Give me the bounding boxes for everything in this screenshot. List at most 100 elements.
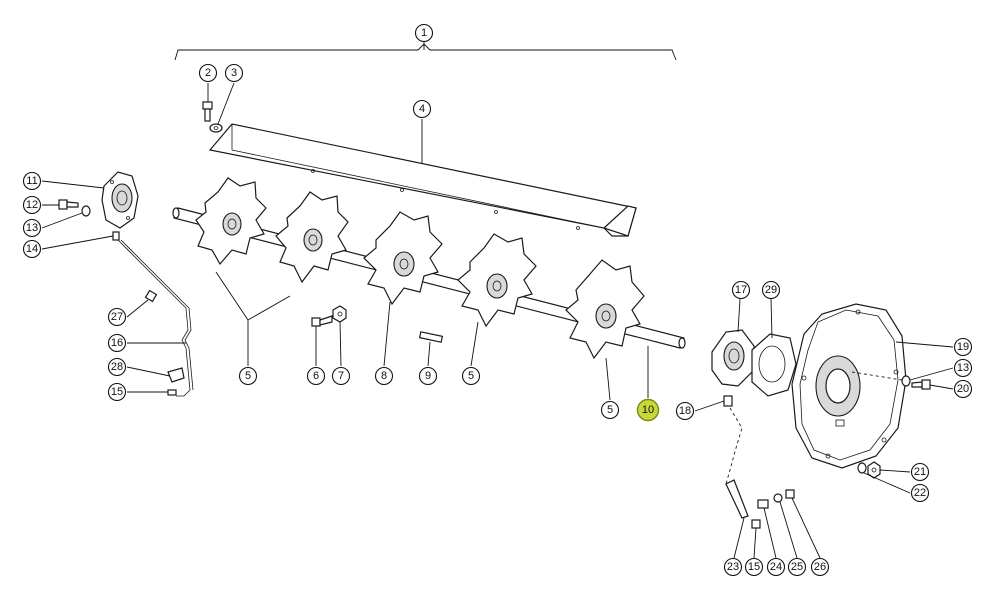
callout-5-right: 5 [600,400,620,420]
callout-15-left: 15 [107,382,127,402]
leader-lines [41,41,954,559]
callout-27: 27 [107,307,127,327]
fitting-15-right [751,519,761,529]
washer-25 [773,493,783,503]
bolt-26 [785,489,795,499]
svg-text:17: 17 [735,284,747,296]
callout-5-left: 5 [238,366,258,386]
callout-1: 1 [414,23,434,43]
svg-text:6: 6 [313,370,319,382]
svg-text:22: 22 [914,487,926,499]
nut-7 [332,305,347,323]
svg-text:14: 14 [26,243,38,255]
callout-8: 8 [374,366,394,386]
callout-25: 25 [787,557,807,577]
callout-13-right: 13 [953,358,973,378]
bolt-6 [311,315,333,327]
svg-text:18: 18 [679,405,691,417]
fitting-18 [723,395,733,407]
grease-nipple-14 [112,231,120,241]
assembly-bracket [174,43,677,61]
svg-text:4: 4 [419,103,425,115]
svg-text:13: 13 [957,362,969,374]
callout-11: 11 [22,171,42,191]
svg-text:29: 29 [765,284,777,296]
key-9 [418,331,444,343]
svg-text:27: 27 [111,311,123,323]
bearing-housing-11 [101,171,139,229]
callout-21: 21 [910,462,930,482]
svg-text:23: 23 [727,561,739,573]
svg-text:5: 5 [245,370,251,382]
svg-text:8: 8 [381,370,387,382]
callout-7: 7 [331,366,351,386]
callout-15-right: 15 [744,557,764,577]
washer-13-right [901,375,911,387]
svg-text:7: 7 [338,370,344,382]
washer-3 [209,123,223,133]
star-wheel-8 [363,211,443,306]
callout-28: 28 [107,357,127,377]
callout-17: 17 [731,280,751,300]
fitting-15-left [167,389,177,396]
fitting-27 [144,289,158,303]
bearing-housing-17 [711,329,755,387]
clip-28 [167,367,185,383]
bolt-2 [202,101,213,122]
washer-13-left [81,205,91,217]
star-wheel-1 [195,177,267,266]
lube-line-16 [117,239,191,397]
bolt-20 [911,379,931,390]
svg-text:26: 26 [814,561,826,573]
svg-text:13: 13 [26,222,38,234]
svg-text:5: 5 [607,404,613,416]
svg-text:25: 25 [791,561,803,573]
svg-text:16: 16 [111,337,123,349]
svg-text:1: 1 [421,27,427,39]
nut-21 [867,461,881,479]
cover-plate-4 [208,123,637,237]
callout-16: 16 [107,333,127,353]
svg-text:15: 15 [111,386,123,398]
washer-22 [857,462,867,474]
callout-26: 26 [810,557,830,577]
svg-text:2: 2 [205,67,211,79]
elbow-23 [725,479,749,519]
svg-text:3: 3 [231,67,237,79]
svg-text:11: 11 [26,175,37,187]
svg-text:9: 9 [425,370,431,382]
callout-12: 12 [22,195,42,215]
callout-14: 14 [22,239,42,259]
callout-22: 22 [910,483,930,503]
fitting-24 [757,499,769,509]
callout-29: 29 [761,280,781,300]
svg-text:12: 12 [26,199,38,211]
callout-23: 23 [723,557,743,577]
callout-2: 2 [198,63,218,83]
bolt-12 [58,199,79,210]
callout-13-left: 13 [22,218,42,238]
star-wheel-4 [565,259,645,360]
callout-10-highlighted: 10 [636,398,660,422]
svg-text:5: 5 [468,370,474,382]
star-wheel-3 [457,233,537,328]
svg-text:19: 19 [957,341,969,353]
callout-4: 4 [412,99,432,119]
svg-text:20: 20 [957,383,969,395]
star-wheel-2 [275,191,349,284]
callout-20: 20 [953,379,973,399]
callout-6: 6 [306,366,326,386]
svg-text:10: 10 [642,404,654,416]
callout-9: 9 [418,366,438,386]
callout-5-center: 5 [461,366,481,386]
svg-text:21: 21 [914,466,926,478]
callout-3: 3 [224,63,244,83]
svg-text:28: 28 [111,361,123,373]
callout-19: 19 [953,337,973,357]
svg-text:24: 24 [770,561,782,573]
gear-housing-19 [791,303,907,469]
callout-24: 24 [766,557,786,577]
gasket-29 [751,333,797,397]
callout-18: 18 [675,401,695,421]
